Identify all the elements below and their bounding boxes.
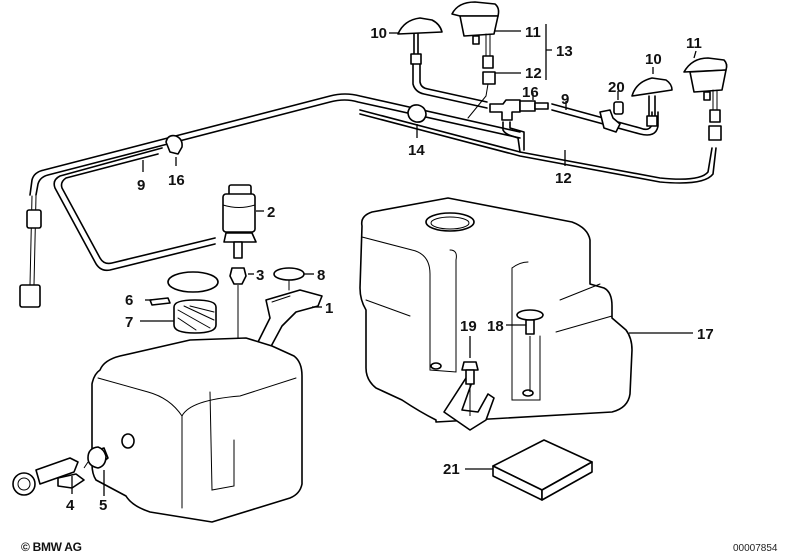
electrical-plug-icon xyxy=(19,284,41,308)
large-reservoir-icon xyxy=(359,197,633,423)
t-connector-icon xyxy=(489,99,521,121)
bracket-icon xyxy=(257,289,323,353)
pad xyxy=(492,439,593,501)
grommet-icon xyxy=(229,267,247,285)
callout-9-right: 9 xyxy=(561,91,569,108)
callout-3: 3 xyxy=(256,267,264,284)
callout-10-right: 10 xyxy=(645,51,662,68)
callout-labels: 10 11 12 13 10 11 20 9 16 14 12 9 16 2 3… xyxy=(66,24,714,514)
elbow-connector-icon xyxy=(599,109,621,133)
level-sensor-icon xyxy=(35,457,79,485)
washer-pump-icon xyxy=(222,193,256,233)
callout-12-top: 12 xyxy=(525,65,542,82)
jet-assembly xyxy=(165,1,728,155)
callout-17: 17 xyxy=(697,326,714,343)
washer-jet-left-icon xyxy=(397,17,443,35)
callout-20: 20 xyxy=(608,79,625,96)
sensor-grommet-icon xyxy=(87,446,107,469)
callout-15: 16 xyxy=(522,84,539,101)
callout-16: 16 xyxy=(168,172,185,189)
small-reservoir-icon xyxy=(91,337,303,523)
leader-lines xyxy=(71,24,697,496)
level-sensor-group xyxy=(12,446,109,496)
holder-clip-icon xyxy=(165,134,183,155)
callout-8: 8 xyxy=(317,267,325,284)
callout-1: 1 xyxy=(325,300,333,317)
callout-4: 4 xyxy=(66,497,75,514)
screw-icon xyxy=(516,309,544,321)
copyright-label: © BMW AG xyxy=(21,540,82,554)
callout-19: 19 xyxy=(460,318,477,335)
callout-9-left: 9 xyxy=(137,177,145,194)
reservoir-cap-icon xyxy=(167,271,219,293)
callout-11-right: 11 xyxy=(686,35,702,52)
callout-21: 21 xyxy=(443,461,460,478)
image-id-label: 00007854 xyxy=(733,543,778,554)
callout-12-bottom: 12 xyxy=(555,170,572,187)
hose-routing xyxy=(19,93,717,308)
callout-2: 2 xyxy=(267,204,275,221)
hose-clip-icon xyxy=(407,104,427,123)
bolt-icon xyxy=(461,361,479,371)
callout-10-left: 10 xyxy=(370,25,387,42)
callout-6: 6 xyxy=(125,292,133,309)
rivet-icon xyxy=(273,267,305,281)
callout-5: 5 xyxy=(99,497,107,514)
callout-14: 14 xyxy=(408,142,425,159)
callout-11-left: 11 xyxy=(525,24,541,41)
callout-18: 18 xyxy=(487,318,504,335)
callout-13: 13 xyxy=(556,43,573,60)
strainer-icon xyxy=(173,299,217,334)
small-reservoir xyxy=(91,337,303,523)
callout-7: 7 xyxy=(125,314,133,331)
large-reservoir xyxy=(359,197,633,431)
